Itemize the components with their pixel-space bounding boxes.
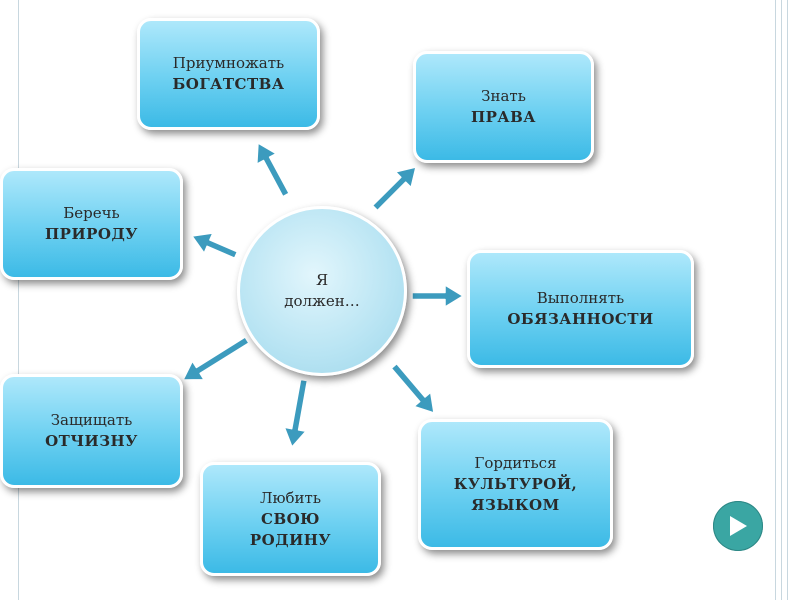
node-protect-nature: Беречь ПРИРОДУ — [0, 168, 183, 280]
node-verb: Защищать — [50, 411, 133, 429]
node-verb: Беречь — [63, 204, 120, 222]
node-verb: Выполнять — [536, 289, 625, 307]
node-object-2: РОДИНУ — [249, 530, 332, 549]
node-verb: Гордиться — [474, 454, 557, 472]
node-object: БОГАТСТВА — [172, 75, 285, 93]
hub-line-2: должен… — [284, 292, 360, 310]
arrow-to-proud — [390, 362, 435, 414]
node-object-2: ЯЗЫКОМ — [471, 496, 560, 514]
arrow-to-know — [371, 166, 417, 212]
frame-line-right — [775, 0, 776, 600]
node-defend-fatherland: Защищать ОТЧИЗНУ — [0, 374, 183, 488]
arrow-to-love — [283, 378, 309, 448]
arrow-to-defend — [182, 336, 250, 381]
arrow-to-fulfill — [411, 284, 464, 308]
frame-line-left — [18, 0, 19, 600]
frame-line-right — [787, 0, 788, 600]
arrow-to-nature — [191, 232, 239, 259]
node-fulfill-duties: Выполнять ОБЯЗАННОСТИ — [467, 250, 694, 368]
node-object: СВОЮ — [261, 509, 320, 528]
center-circle: Я должен… — [237, 206, 407, 376]
node-proud-culture: Гордиться КУЛЬТУРОЙ, ЯЗЫКОМ — [418, 419, 613, 550]
next-slide-button[interactable] — [713, 501, 763, 551]
node-object: КУЛЬТУРОЙ, — [453, 475, 578, 493]
triangle-right-icon — [730, 516, 747, 536]
node-object: ПРИРОДУ — [45, 225, 138, 243]
node-object: ОТЧИЗНУ — [45, 432, 138, 450]
node-verb: Любить — [259, 488, 322, 507]
node-object: ОБЯЗАННОСТИ — [507, 310, 654, 328]
frame-line-right — [781, 0, 782, 600]
arrow-to-multiply — [256, 142, 290, 198]
node-verb: Знать — [481, 87, 526, 105]
node-multiply-wealth: Приумножать БОГАТСТВА — [137, 18, 320, 130]
node-object: ПРАВА — [470, 108, 537, 126]
node-love-homeland: Любить СВОЮ РОДИНУ — [200, 462, 381, 576]
node-verb: Приумножать — [172, 54, 285, 72]
node-know-rights: Знать ПРАВА — [413, 51, 594, 163]
hub-line-1: Я — [315, 271, 329, 289]
